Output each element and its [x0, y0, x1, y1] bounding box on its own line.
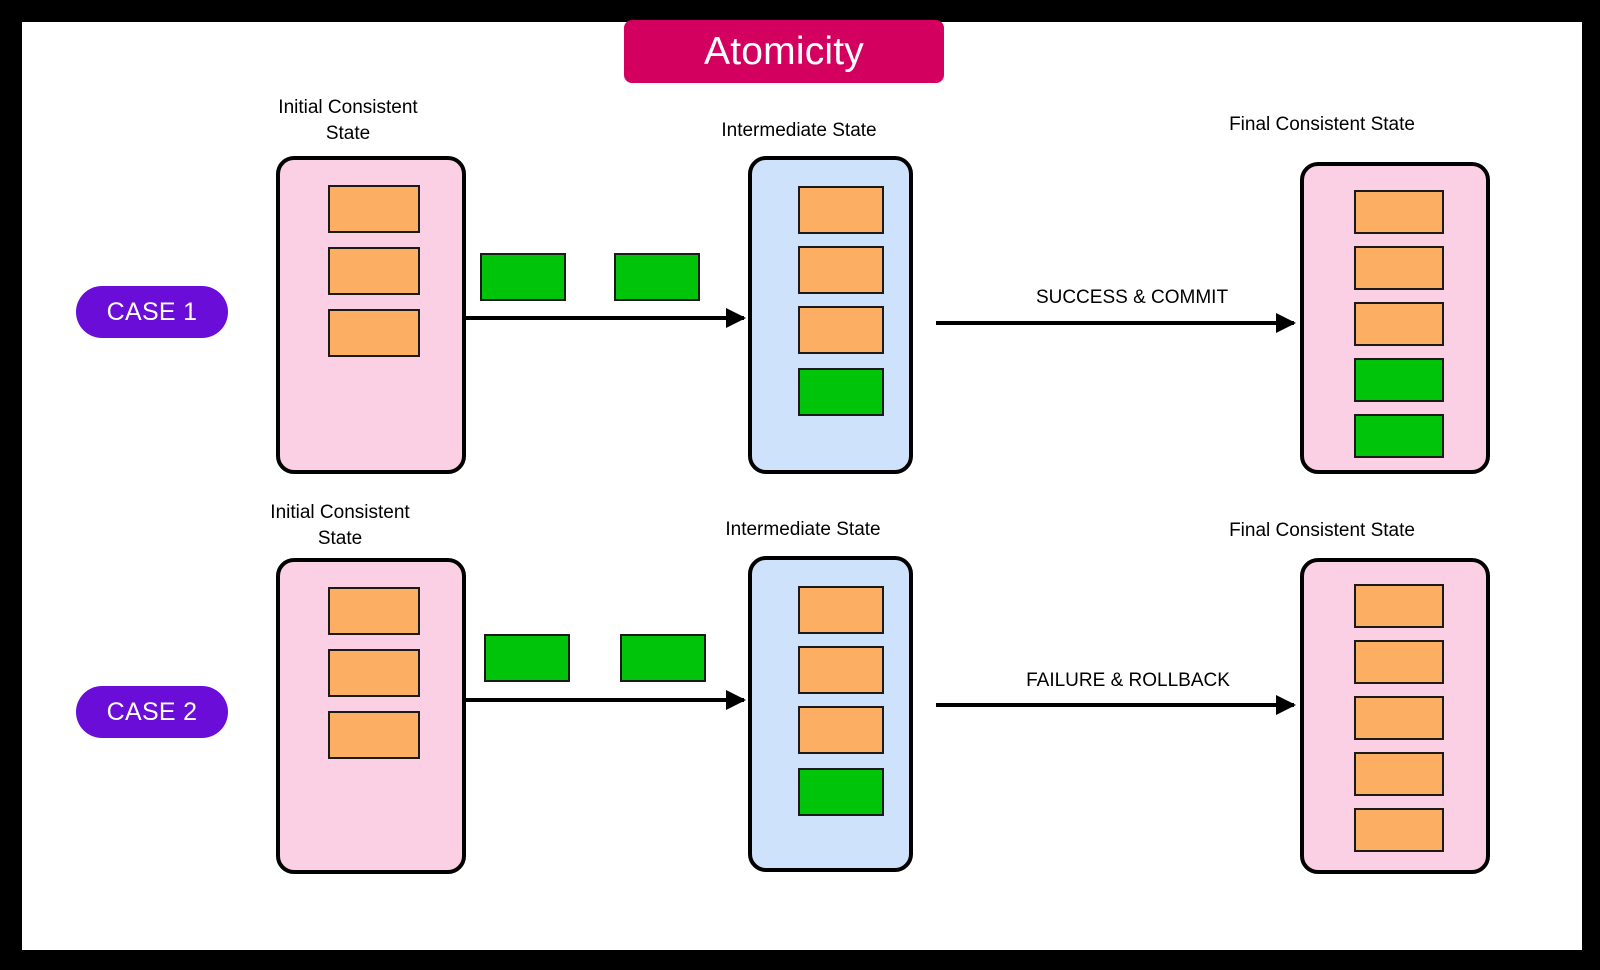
state-item — [798, 246, 884, 294]
diagram-canvas: Atomicity CASE 1 Initial Consistent Stat… — [22, 20, 1582, 950]
state-item — [1354, 640, 1444, 684]
case-2-final-state-container — [1300, 558, 1490, 874]
pending-operation — [620, 634, 706, 682]
state-item — [1354, 190, 1444, 234]
page-title: Atomicity — [704, 30, 864, 73]
case-1-transition-label: SUCCESS & COMMIT — [1035, 287, 1229, 308]
case-1-arrow-intermediate-to-final — [936, 313, 1296, 333]
state-item — [328, 587, 420, 635]
case-1-intermediate-state-label: Intermediate State — [721, 120, 877, 141]
state-item — [328, 309, 420, 357]
case-2-intermediate-state-label: Intermediate State — [725, 519, 881, 540]
case-1-final-state-label: Final Consistent State — [1229, 114, 1415, 135]
state-item — [798, 768, 884, 816]
case-2-intermediate-state-container — [748, 556, 913, 872]
state-item — [798, 586, 884, 634]
state-item — [798, 706, 884, 754]
state-item — [328, 185, 420, 233]
case-2-final-state-label: Final Consistent State — [1229, 520, 1415, 541]
state-item — [1354, 246, 1444, 290]
case-1-initial-state-container — [276, 156, 466, 474]
state-item — [328, 247, 420, 295]
case-1-badge: CASE 1 — [76, 286, 228, 338]
case-2-initial-state-label: Initial Consistent State — [270, 502, 410, 549]
case-2-transition-label: FAILURE & ROLLBACK — [1026, 670, 1230, 691]
title-banner: Atomicity — [624, 20, 944, 83]
case-1-initial-state-label: Initial Consistent State — [278, 97, 418, 144]
state-item — [1354, 808, 1444, 852]
state-item — [798, 306, 884, 354]
pending-operation — [484, 634, 570, 682]
case-2-initial-state-container — [276, 558, 466, 874]
state-item — [1354, 584, 1444, 628]
state-item — [798, 368, 884, 416]
state-item — [798, 646, 884, 694]
state-item — [328, 711, 420, 759]
state-item — [1354, 696, 1444, 740]
state-item — [798, 186, 884, 234]
state-item — [1354, 358, 1444, 402]
state-item — [328, 649, 420, 697]
case-1-label: CASE 1 — [106, 297, 198, 326]
pending-operation — [480, 253, 566, 301]
state-item — [1354, 302, 1444, 346]
pending-operation — [614, 253, 700, 301]
case-1-intermediate-state-container — [748, 156, 913, 474]
case-1-final-state-container — [1300, 162, 1490, 474]
state-item — [1354, 752, 1444, 796]
state-item — [1354, 414, 1444, 458]
case-1-arrow-initial-to-intermediate — [466, 308, 746, 328]
case-2-label: CASE 2 — [106, 697, 198, 726]
case-2-arrow-intermediate-to-final — [936, 695, 1296, 715]
case-2-badge: CASE 2 — [76, 686, 228, 738]
case-2-arrow-initial-to-intermediate — [466, 690, 746, 710]
